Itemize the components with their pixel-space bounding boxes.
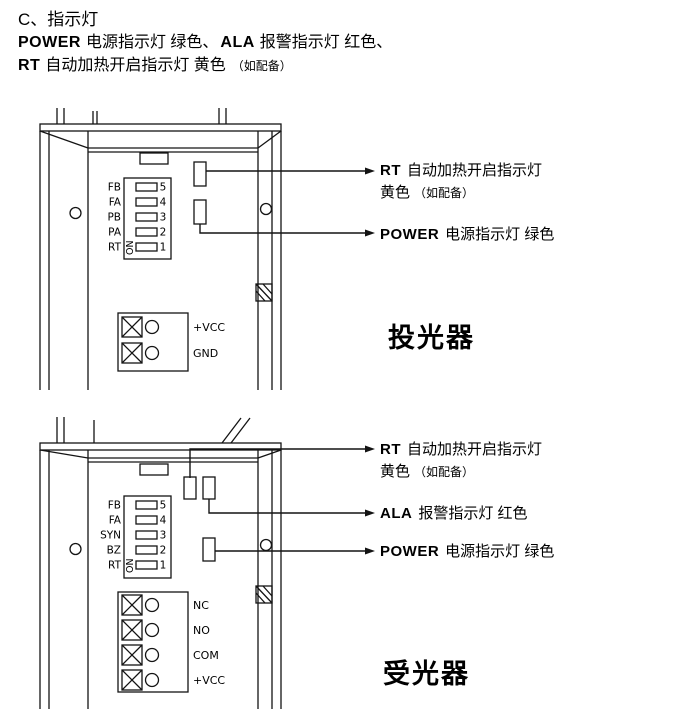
terminal-label-nc: NC xyxy=(193,599,209,612)
dip-row-number: 1 xyxy=(160,560,167,572)
device2-dip-switch xyxy=(123,495,172,579)
device2-side-walls xyxy=(39,450,282,709)
device2-annotation-ala: ALA 报警指示灯 红色 xyxy=(380,504,528,523)
annotation-code: RT xyxy=(380,162,401,179)
rt-desc: 自动加热开启指示灯 黄色 xyxy=(45,57,226,74)
device1-top-slot xyxy=(139,152,169,165)
dip-row-number: 5 xyxy=(160,182,167,194)
dip-row-number: 1 xyxy=(160,242,167,254)
terminal-label-vcc: +VCC xyxy=(193,674,225,687)
device1-hatch-block xyxy=(255,283,273,302)
rt-note: （如配备） xyxy=(231,59,292,73)
device2-title: 受光器 xyxy=(383,659,470,689)
dip-row-label: PB xyxy=(107,212,121,224)
device1-rt-led xyxy=(193,161,207,187)
device2-diagram: FB FA SYN BZ RT 5 4 3 2 1 ON NC NO COM +… xyxy=(39,417,282,709)
arrowhead-icon xyxy=(365,229,375,237)
device1-annotation-rt: RT 自动加热开启指示灯 黄色（如配备） xyxy=(380,161,542,203)
dip-row-number: 3 xyxy=(160,530,167,542)
device1-side-walls xyxy=(39,131,282,390)
arrowhead-icon xyxy=(365,547,375,555)
device1-top-wires xyxy=(56,108,227,124)
dip-on-label: ON xyxy=(125,240,136,255)
device1-annotation-power: POWER 电源指示灯 绿色 xyxy=(380,225,554,244)
dip-row-number: 4 xyxy=(160,197,167,209)
device1-terminal-block xyxy=(117,312,189,372)
annotation-text: 自动加热开启指示灯 xyxy=(407,162,543,179)
arrowhead-icon xyxy=(365,167,375,175)
device2-top-wires xyxy=(56,417,251,444)
device1-diagram: FB FA PB PA RT 5 4 3 2 1 ON +VCC GND xyxy=(39,108,282,390)
dip-on-label: ON xyxy=(125,558,136,573)
device2-rt-led xyxy=(183,476,197,500)
arrowhead-icon xyxy=(365,445,375,453)
annotation-text: 自动加热开启指示灯 xyxy=(407,441,543,458)
device2-top-slot xyxy=(139,463,169,476)
dip-row-number: 3 xyxy=(160,212,167,224)
dip-row-label: RT xyxy=(108,560,122,572)
dip-row-label: FB xyxy=(108,182,121,194)
power-desc: 电源指示灯 绿色、 xyxy=(85,34,219,51)
power-code: POWER xyxy=(18,34,81,51)
dip-row-label: FB xyxy=(108,500,121,512)
annotation-code: ALA xyxy=(380,505,413,522)
device1-dip-switch xyxy=(123,177,172,260)
annotation-code: POWER xyxy=(380,543,440,560)
device1-labels: FB FA PB PA RT 5 4 3 2 1 ON +VCC GND xyxy=(107,182,225,361)
arrowhead-icon xyxy=(365,509,375,517)
device1-title: 投光器 xyxy=(388,323,475,353)
device2-annotation-power: POWER 电源指示灯 绿色 xyxy=(380,542,554,561)
device1-screw-hole-left xyxy=(69,206,82,220)
annotation-text: 电源指示灯 绿色 xyxy=(445,543,555,560)
annotation-code: RT xyxy=(380,441,401,458)
device2-top-slants xyxy=(39,449,282,459)
dip-row-number: 2 xyxy=(160,227,167,239)
device2-screw-hole-right xyxy=(259,538,273,552)
annotation-text: 电源指示灯 绿色 xyxy=(445,226,555,243)
device2-power-led xyxy=(202,537,216,562)
dip-row-number: 4 xyxy=(160,515,167,527)
annotation-code: POWER xyxy=(380,226,440,243)
ala-code: ALA xyxy=(220,34,255,51)
device2-top-bar xyxy=(39,442,282,451)
device2-hatch-block xyxy=(255,585,273,604)
terminal-label-vcc: +VCC xyxy=(193,321,225,334)
device2-ala-led xyxy=(202,476,216,500)
device2-labels: FB FA SYN BZ RT 5 4 3 2 1 ON NC NO COM +… xyxy=(100,500,225,688)
dip-row-label: PA xyxy=(108,227,122,239)
rt-code: RT xyxy=(18,57,41,74)
dip-row-number: 5 xyxy=(160,500,167,512)
device1-power-led xyxy=(193,199,207,225)
dip-row-label: FA xyxy=(109,197,122,209)
device1-screw-hole-right xyxy=(259,202,273,216)
device2-terminal-block xyxy=(117,591,189,693)
annotation-color: 黄色 xyxy=(380,184,411,201)
dip-row-label: SYN xyxy=(100,530,121,542)
device2-annotation-rt: RT 自动加热开启指示灯 黄色（如配备） xyxy=(380,440,542,482)
dip-row-label: FA xyxy=(109,515,122,527)
device1-top-slants xyxy=(39,130,282,149)
terminal-label-no: NO xyxy=(193,624,210,637)
device2-screw-hole-left xyxy=(69,542,82,556)
annotation-text: 报警指示灯 红色 xyxy=(418,505,528,522)
dip-row-label: RT xyxy=(108,242,122,254)
device1-panel-frame xyxy=(87,131,259,390)
terminal-label-gnd: GND xyxy=(193,347,218,360)
dip-row-number: 2 xyxy=(160,545,167,557)
annotation-note: （如配备） xyxy=(414,186,475,200)
section-title: C、指示灯 xyxy=(18,10,99,29)
device1-top-bar xyxy=(39,123,282,132)
terminal-label-com: COM xyxy=(193,649,219,662)
dip-row-label: BZ xyxy=(107,545,121,557)
ala-desc: 报警指示灯 红色、 xyxy=(259,34,393,51)
device2-panel-frame xyxy=(87,450,259,709)
annotation-color: 黄色 xyxy=(380,463,411,480)
annotation-note: （如配备） xyxy=(414,465,475,479)
